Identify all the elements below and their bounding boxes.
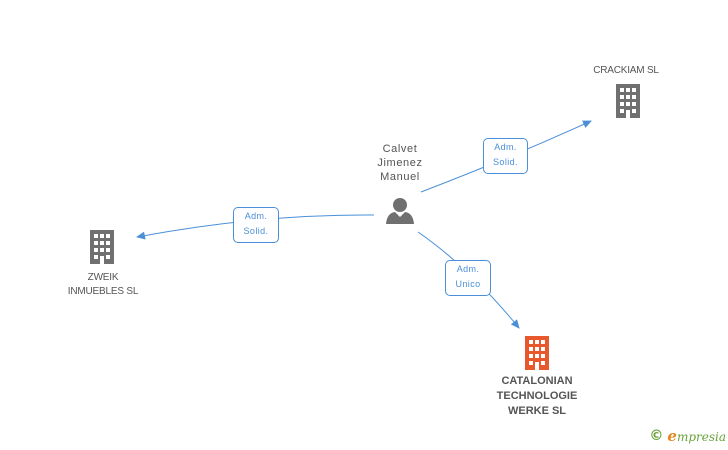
company-name-line: WERKE SL: [507, 405, 567, 417]
crackiam-label: CRACKIAM SL: [576, 64, 676, 78]
catalonian-label: CATALONIAN TECHNOLOGIE WERKE SL: [477, 374, 597, 419]
person-name-label: Calvet Jimenez Manuel: [360, 142, 440, 184]
company-name-line: CATALONIAN: [501, 375, 573, 387]
edge-label-line: Adm.: [456, 264, 480, 274]
brand-logo: empresia: [667, 427, 726, 445]
person-name-line: Jimenez: [377, 157, 423, 169]
building-icon[interactable]: [614, 84, 642, 118]
building-icon[interactable]: [523, 336, 551, 370]
edge-label-catalonian[interactable]: Adm. Unico: [445, 260, 491, 296]
brand-initial: e: [667, 427, 677, 445]
edge-label-line: Solid.: [243, 226, 269, 236]
zweik-label: ZWEIK INMUEBLES SL: [48, 271, 158, 299]
brand-name: mpresia: [676, 430, 726, 444]
company-name-line: ZWEIK: [87, 272, 119, 283]
edge-label-line: Adm.: [494, 142, 517, 152]
company-name-line: TECHNOLOGIE: [496, 390, 578, 402]
edge-label-zweik[interactable]: Adm. Solid.: [233, 207, 279, 243]
company-name-line: INMUEBLES SL: [67, 286, 139, 297]
person-name-line: Calvet: [382, 143, 418, 155]
building-icon[interactable]: [88, 230, 116, 264]
person-name-line: Manuel: [380, 171, 420, 183]
person-icon[interactable]: [385, 197, 415, 225]
edge-label-line: Unico: [455, 279, 481, 289]
edge-label-line: Adm.: [244, 211, 268, 221]
edge-label-line: Solid.: [493, 157, 518, 167]
company-name-line: CRACKIAM SL: [593, 65, 659, 76]
empresia-watermark: © empresia: [649, 427, 726, 445]
edge-label-crackiam[interactable]: Adm. Solid.: [483, 138, 528, 174]
copyright-symbol: ©: [649, 428, 664, 444]
